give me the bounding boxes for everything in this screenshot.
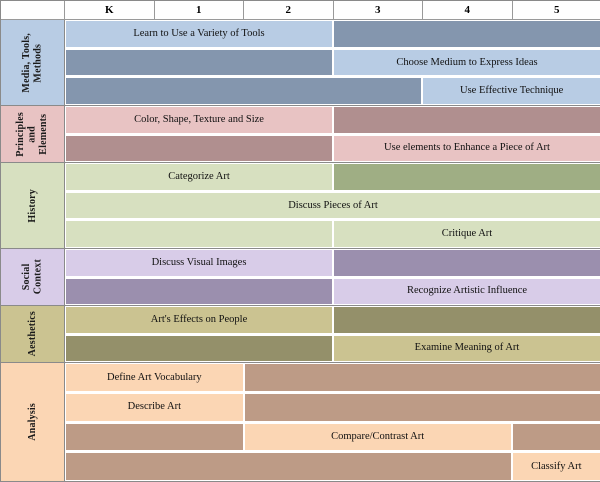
grade-header-4[interactable]: 4 <box>423 1 513 20</box>
strand-principles-and-elements: Principles and Elements Color, Shape, Tex… <box>1 106 600 163</box>
strand-label-text: History <box>26 188 38 223</box>
skill-bar[interactable]: Choose Medium to Express Ideas <box>333 48 600 77</box>
skill-bar[interactable]: Critique Art <box>333 220 600 249</box>
strand-label-text: Media, Tools, Methods <box>21 32 44 93</box>
skill-bar[interactable]: Use Effective Technique <box>422 77 600 106</box>
header-corner-cell <box>1 1 65 20</box>
strand-label: Analysis <box>1 363 65 481</box>
strand-row: Color, Shape, Texture and Size <box>65 106 600 135</box>
strand-row: Art's Effects on People <box>65 306 600 335</box>
strand-row: Examine Meaning of Art <box>65 334 600 362</box>
grade-header-3[interactable]: 3 <box>333 1 423 20</box>
strand-row: Discuss Visual Images <box>65 249 600 278</box>
empty-span <box>333 20 600 48</box>
grade-header-k[interactable]: K <box>65 1 155 20</box>
strand-label-text: Social Context <box>21 259 44 295</box>
empty-span <box>65 134 333 162</box>
empty-span <box>65 334 333 362</box>
strand-label-text: Aesthetics <box>26 311 38 357</box>
empty-span <box>333 163 600 191</box>
strand-row: Categorize Art <box>65 163 600 192</box>
skill-bar[interactable]: Discuss Visual Images <box>65 249 333 277</box>
strand-media-tools-methods: Media, Tools, Methods Learn to Use a Vari… <box>1 20 600 106</box>
strand-label: Media, Tools, Methods <box>1 20 65 105</box>
empty-span <box>333 306 600 334</box>
skill-bar[interactable]: Use elements to Enhance a Piece of Art <box>333 134 600 162</box>
strand-row: Describe Art <box>65 392 600 423</box>
empty-span <box>65 277 333 305</box>
skill-bar[interactable]: Art's Effects on People <box>65 306 333 334</box>
strand-label-text: Analysis <box>26 403 38 441</box>
empty-span <box>243 363 600 392</box>
empty-span <box>65 48 333 77</box>
empty-span <box>65 422 244 452</box>
skill-bar[interactable]: Classify Art <box>511 452 600 481</box>
grade-header-2[interactable]: 2 <box>244 1 334 20</box>
strand-row: Critique Art <box>65 220 600 249</box>
strand-row: Define Art Vocabulary <box>65 363 600 393</box>
skill-bar[interactable]: Describe Art <box>65 392 244 422</box>
empty-span <box>65 77 423 106</box>
strand-row: Use elements to Enhance a Piece of Art <box>65 134 600 162</box>
strand-row: Recognize Artistic Influence <box>65 277 600 305</box>
empty-span <box>243 392 600 422</box>
empty-span <box>65 452 512 481</box>
skill-bar[interactable]: Compare/Contrast Art <box>243 422 512 452</box>
grade-header-5[interactable]: 5 <box>512 1 600 20</box>
strand-row: Discuss Pieces of Art <box>65 191 600 221</box>
skill-bar[interactable]: Learn to Use a Variety of Tools <box>65 20 333 48</box>
skill-bar[interactable]: Recognize Artistic Influence <box>333 277 600 305</box>
strand-row: Classify Art <box>65 452 600 481</box>
skill-bar[interactable]: Categorize Art <box>65 163 333 191</box>
strand-row: Choose Medium to Express Ideas <box>65 48 600 78</box>
strand-label: Aesthetics <box>1 306 65 362</box>
strand-label: History <box>1 163 65 248</box>
empty-span <box>333 106 600 134</box>
skill-bar[interactable]: Color, Shape, Texture and Size <box>65 106 333 134</box>
strand-label: Social Context <box>1 249 65 305</box>
grade-header-1[interactable]: 1 <box>154 1 244 20</box>
strand-row: Compare/Contrast Art <box>65 422 600 453</box>
strand-row: Use Effective Technique <box>65 77 600 106</box>
strand-label-text: Principles and Elements <box>15 111 50 157</box>
strand-label: Principles and Elements <box>1 106 65 162</box>
empty-span <box>511 422 600 452</box>
skill-bar[interactable]: Discuss Pieces of Art <box>65 191 600 220</box>
strand-row: Learn to Use a Variety of Tools <box>65 20 600 49</box>
skill-bar[interactable]: Define Art Vocabulary <box>65 363 244 392</box>
skill-bar[interactable]: Examine Meaning of Art <box>333 334 600 362</box>
empty-span <box>65 220 333 249</box>
empty-span <box>333 249 600 277</box>
